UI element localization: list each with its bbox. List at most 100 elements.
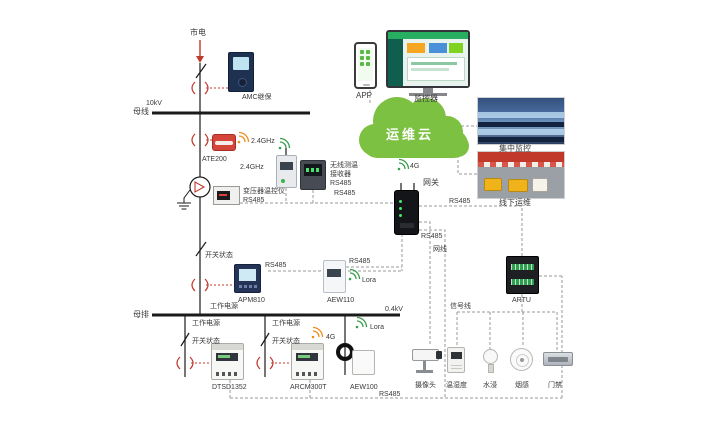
- monitor-base: [409, 93, 447, 96]
- camera-base: [416, 370, 433, 373]
- power-lines: [152, 63, 400, 377]
- amc-dial: [238, 78, 247, 87]
- label-aew100: AEW100: [350, 384, 378, 391]
- amc-screen: [233, 57, 249, 70]
- amc-protection-relay-device: [228, 52, 254, 92]
- apm810-meter-device: [234, 264, 261, 293]
- camera-lens: [436, 351, 442, 359]
- offline-ops-photo: [477, 151, 565, 199]
- temp-humidity-sensor-device: [447, 347, 465, 373]
- label-transformer-controller-rs485: RS485: [243, 197, 265, 204]
- camera-pole: [423, 361, 426, 370]
- label-4g-gateway: 4G: [410, 163, 420, 170]
- label-central-monitoring: 集中监控: [499, 144, 531, 153]
- wifi-icon-4g-arcm: [311, 326, 324, 339]
- label-2-4ghz-bottom: 2.4GHz: [240, 164, 264, 171]
- label-busbar-top: 母线: [133, 107, 149, 116]
- label-network-cable: 网线: [433, 246, 447, 253]
- label-mains-supply: 市电: [190, 28, 206, 37]
- gateway-led: [399, 207, 402, 210]
- wifi-icon-2-4ghz-ate200: [237, 131, 250, 144]
- label-working-power-main: 工作电源: [210, 303, 238, 310]
- apm810-screen: [239, 269, 256, 281]
- wireless-temp-receiver-device: [276, 155, 297, 188]
- gateway-slot: [400, 223, 414, 228]
- wifi-icon-lora-aew110: [348, 268, 361, 281]
- label-switch-status-main: 开关状态: [205, 252, 233, 259]
- label-water-sensor: 水浸: [483, 382, 497, 389]
- label-10kv: 10kV: [146, 100, 162, 107]
- app-smartphone: [354, 42, 377, 89]
- label-transformer-controller: 变压器温控仪: [243, 188, 285, 195]
- label-receiver-line2: 接收器: [330, 171, 351, 178]
- label-aew110: AEW110: [327, 297, 355, 304]
- label-lora-aew110: Lora: [362, 277, 377, 284]
- label-0-4kv: 0.4kV: [385, 306, 403, 313]
- label-smoke-sensor: 烟感: [515, 382, 529, 389]
- label-apm810: APM810: [238, 297, 265, 304]
- apm810-buttons: [239, 285, 257, 288]
- label-offline-ops: 线下运维: [499, 198, 531, 207]
- label-working-power-branch2: 工作电源: [272, 320, 300, 327]
- wifi-icon-4g-gateway: [397, 158, 410, 171]
- label-rs485-gateway-lower: RS485: [421, 233, 443, 240]
- dashboard-header: [388, 32, 468, 39]
- water-leak-sensor-device: [483, 349, 498, 364]
- central-monitoring-photo: [477, 97, 565, 145]
- label-switch-status-branch2: 开关状态: [272, 338, 300, 345]
- monitor-stand: [423, 88, 433, 93]
- wifi-icon-lora-aew100: [355, 316, 368, 329]
- cctv-camera-device: [412, 349, 439, 361]
- label-busbar-bottom: 母排: [133, 310, 149, 319]
- label-rs485-gateway-upper: RS485: [449, 198, 471, 205]
- label-receiver-line3: RS485: [330, 180, 352, 187]
- label-arcm300t: ARCM300T: [290, 384, 327, 391]
- aew110-device: [323, 260, 346, 293]
- door-access-device: [543, 352, 573, 366]
- antenna-lines: [285, 148, 415, 190]
- meter-screen: [304, 164, 322, 176]
- label-rs485-bottom: RS485: [379, 391, 401, 398]
- transformer-symbol: [189, 176, 211, 198]
- label-rs485-aew110: RS485: [349, 258, 371, 265]
- controller-screen: [217, 191, 230, 200]
- label-camera: 摄像头: [415, 382, 436, 389]
- arcm300t-meter-device: [291, 343, 324, 380]
- gateway-led: [399, 214, 402, 217]
- label-amc-relay: AMC继保: [242, 94, 272, 101]
- smoke-detector-device: [510, 348, 533, 371]
- label-switch-status-branch1: 开关状态: [192, 338, 220, 345]
- phone-home-button: [363, 84, 370, 86]
- ate200-band: [215, 141, 233, 145]
- wifi-icon-2-4ghz-receiver: [278, 137, 291, 150]
- phone-screen: [358, 48, 373, 81]
- label-monitor: 监控器: [414, 94, 438, 103]
- aew110-screen: [327, 269, 341, 277]
- dtsd1352-meter-device: [211, 343, 244, 380]
- label-app: APP: [356, 91, 373, 100]
- ground-symbol: [177, 189, 191, 210]
- label-receiver-line1: 无线测温: [330, 162, 358, 169]
- aew100-device: [352, 350, 375, 375]
- receiver-screen: [280, 162, 293, 170]
- gateway-device: [394, 190, 419, 235]
- rs485-power-meter-device: [300, 160, 326, 190]
- label-ate200: ATE200: [202, 156, 227, 163]
- ate200-wireless-temp-sensor-device: [212, 134, 236, 151]
- label-rs485-meter: RS485: [334, 190, 356, 197]
- cloud-shape: [359, 97, 469, 158]
- artu-remote-terminal-device: [506, 256, 539, 294]
- label-gateway: 网关: [423, 178, 439, 187]
- comm-lines: [229, 90, 563, 399]
- ct-measurement-links: [191, 87, 291, 364]
- transformer-temp-controller-device: [213, 186, 240, 205]
- label-2-4ghz-top: 2.4GHz: [251, 138, 275, 145]
- label-dtsd1352: DTSD1352: [212, 384, 247, 391]
- cloud-title: 运维云: [385, 127, 434, 142]
- label-temp-humidity: 温湿度: [446, 382, 467, 389]
- label-door-access: 门禁: [548, 382, 562, 389]
- dashboard-sidebar: [388, 39, 403, 86]
- label-signal-line: 信号线: [450, 303, 471, 310]
